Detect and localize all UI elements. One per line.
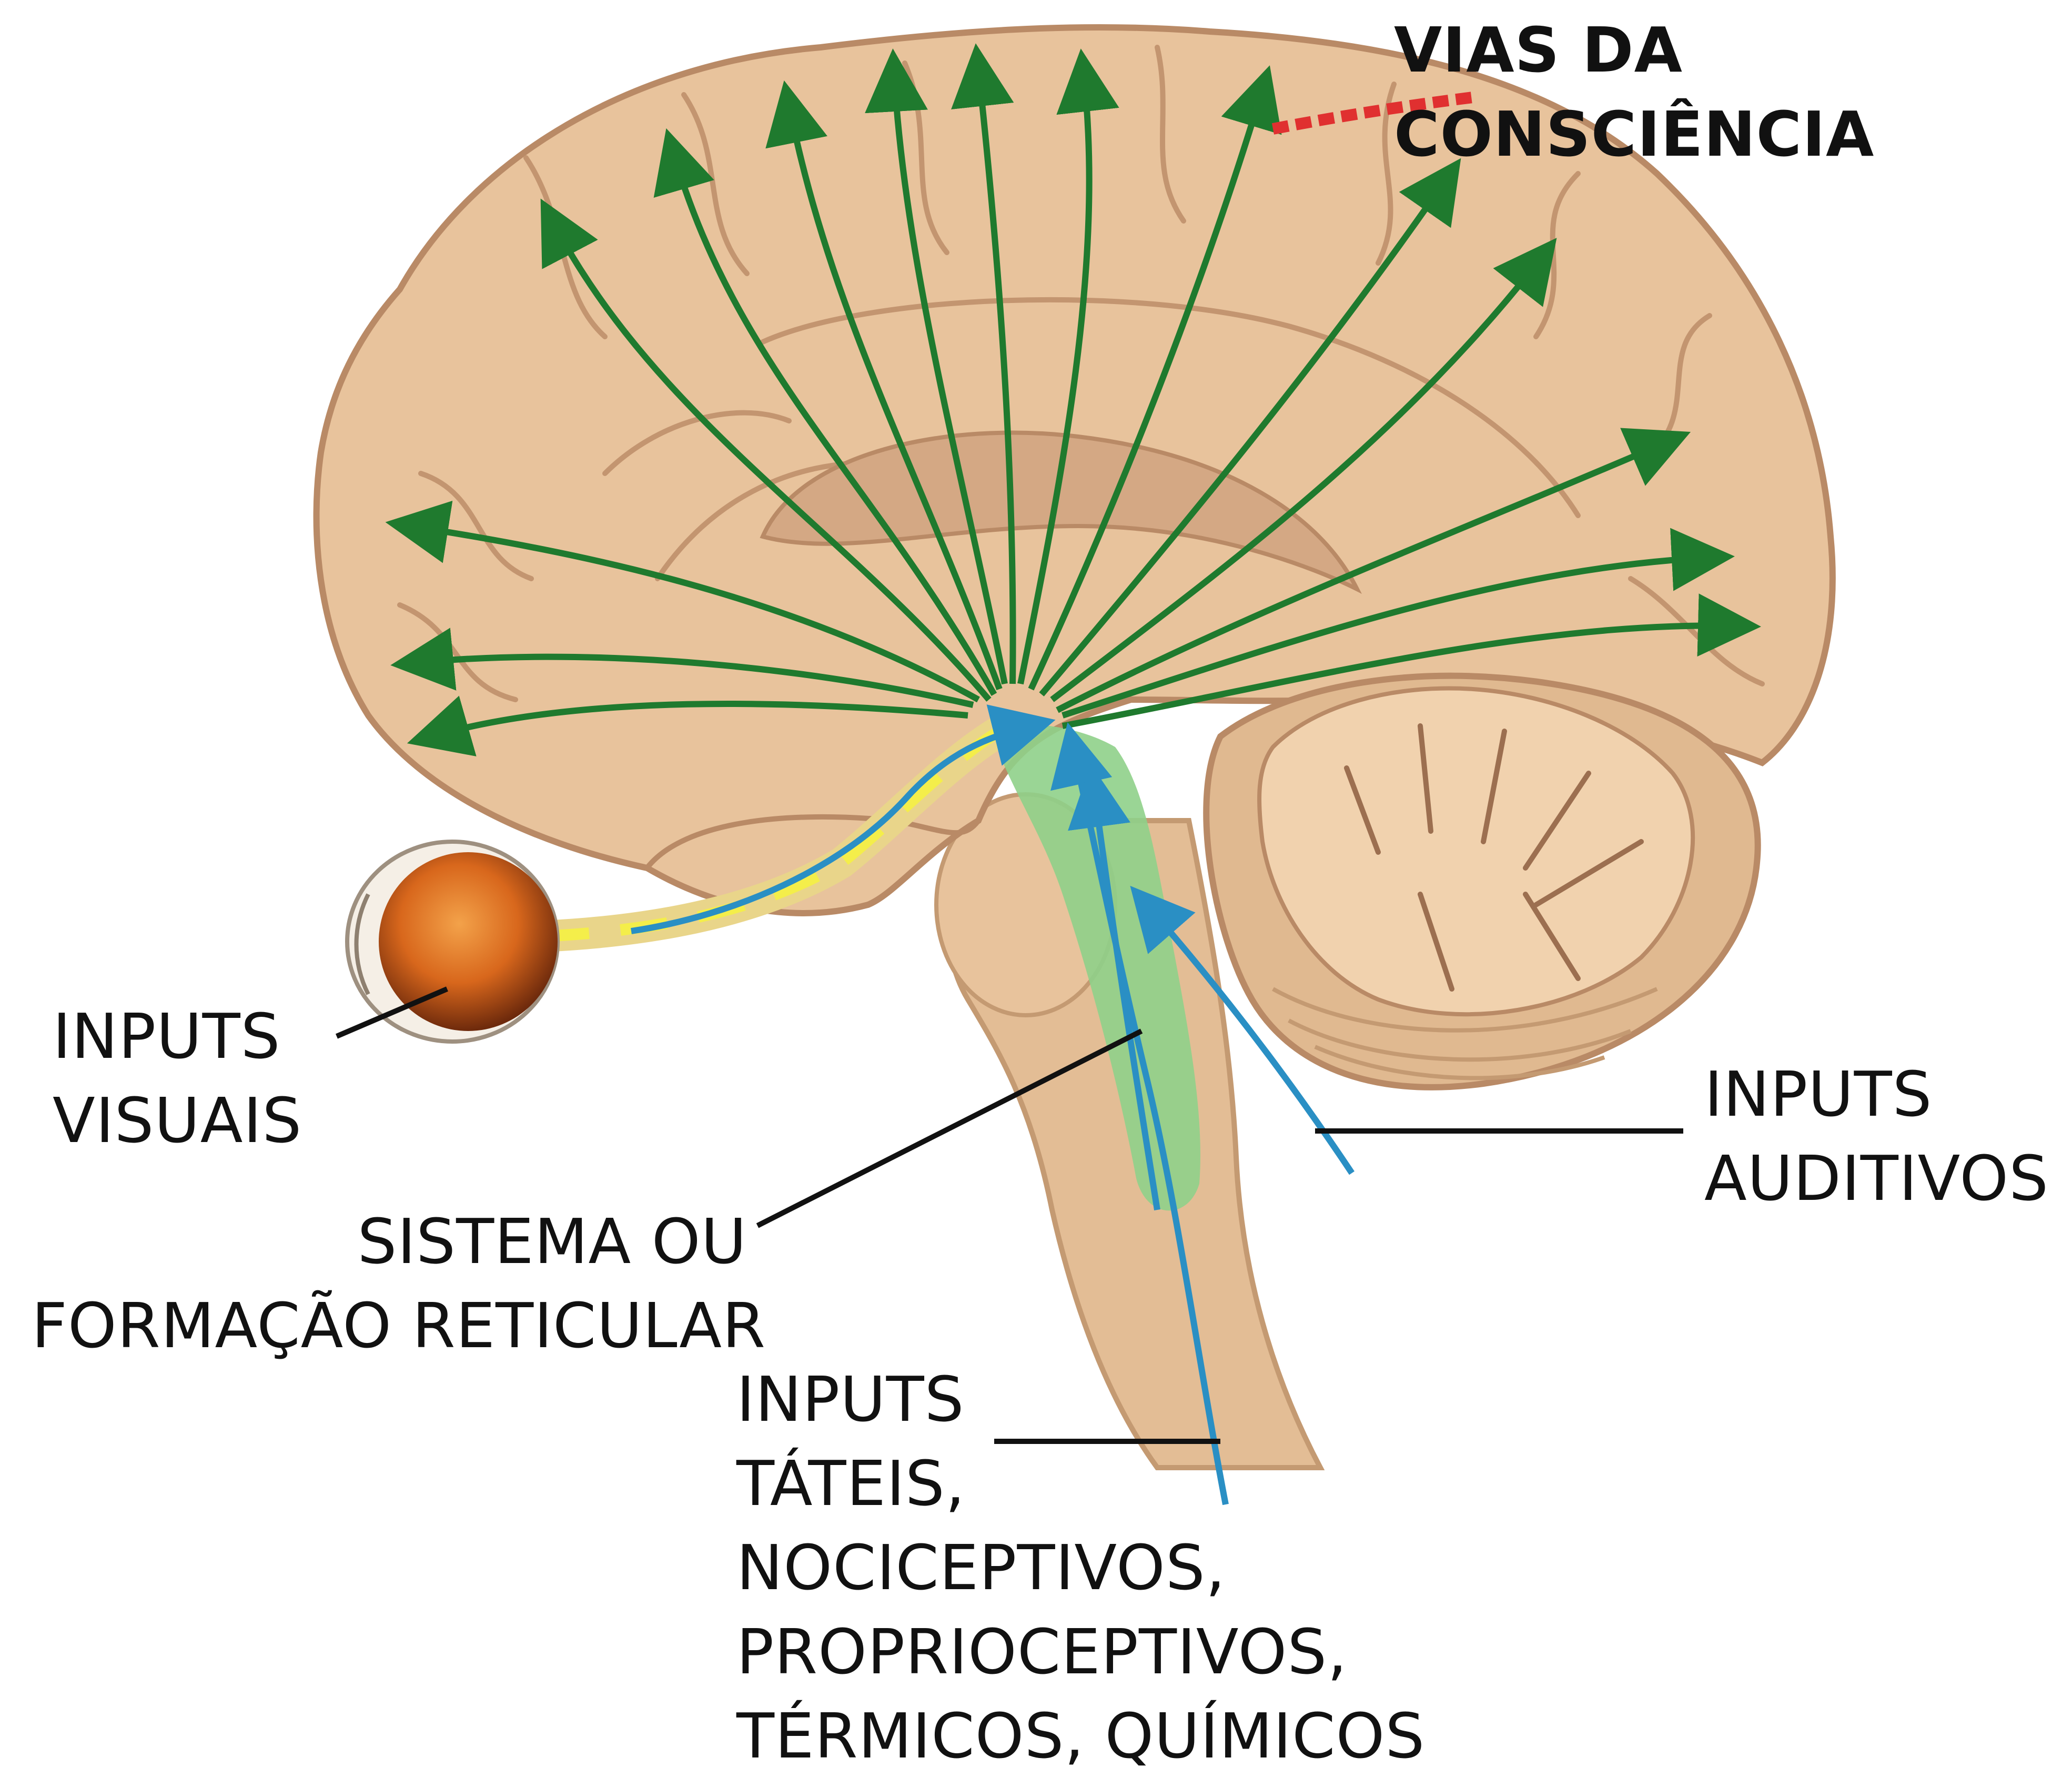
label-line: VISUAIS bbox=[53, 1078, 302, 1163]
label-line: INPUTS bbox=[1704, 1052, 2049, 1136]
cerebellum-icon bbox=[1206, 676, 1757, 1087]
label-inputs-visuais: INPUTS VISUAIS bbox=[53, 994, 302, 1163]
label-line: INPUTS bbox=[53, 994, 302, 1078]
label-line: PROPRIOCEPTIVOS, bbox=[736, 1610, 1425, 1694]
eye-icon bbox=[347, 842, 558, 1042]
label-inputs-somaticos: INPUTS TÁTEIS, NOCICEPTIVOS, PROPRIOCEPT… bbox=[736, 1357, 1425, 1778]
label-line: NOCICEPTIVOS, bbox=[736, 1526, 1425, 1610]
label-line: CONSCIÊNCIA bbox=[1394, 92, 1874, 176]
label-line: AUDITIVOS bbox=[1704, 1136, 2049, 1220]
label-inputs-auditivos: INPUTS AUDITIVOS bbox=[1704, 1052, 2049, 1220]
label-line: VIAS DA bbox=[1394, 8, 1874, 92]
label-line: TÁTEIS, bbox=[736, 1441, 1425, 1526]
label-line: TÉRMICOS, QUÍMICOS bbox=[736, 1694, 1425, 1778]
label-sistema-formacao-reticular: SISTEMA OU FORMAÇÃO RETICULAR bbox=[32, 1199, 747, 1368]
label-line: FORMAÇÃO RETICULAR bbox=[32, 1284, 747, 1368]
label-line: SISTEMA OU bbox=[32, 1199, 747, 1284]
label-line: INPUTS bbox=[736, 1357, 1425, 1441]
label-vias-da-consciencia: VIAS DA CONSCIÊNCIA bbox=[1394, 8, 1874, 176]
